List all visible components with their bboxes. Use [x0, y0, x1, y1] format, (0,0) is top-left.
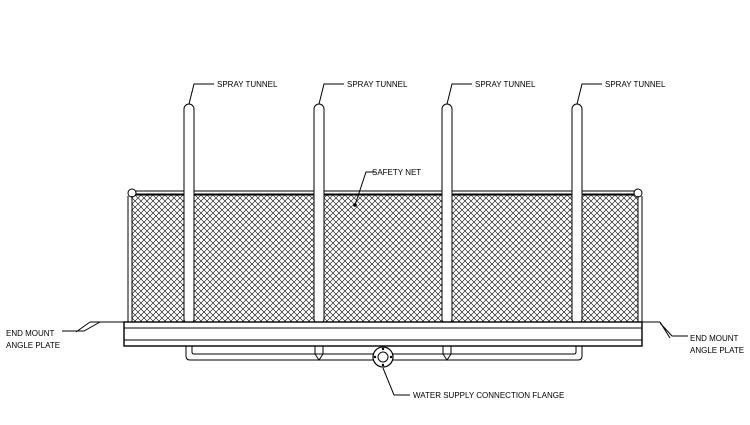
ground-line-left: [75, 321, 124, 333]
leaders: [62, 83, 688, 396]
label-spray-tunnel-2: SPRAY TUNNEL: [347, 80, 408, 89]
water-supply-flange: [372, 346, 394, 368]
right-rail-end: [633, 188, 643, 198]
label-spray-tunnel-1: SPRAY TUNNEL: [217, 80, 278, 89]
label-end-mount-right-line1: END MOUNT: [690, 334, 739, 343]
label-spray-tunnel-3: SPRAY TUNNEL: [475, 80, 536, 89]
safety-net: [127, 188, 643, 323]
label-safety-net: SAFETY NET: [372, 168, 421, 177]
base-beam: [123, 321, 643, 347]
label-end-mount-left-line2: ANGLE PLATE: [6, 341, 60, 350]
spray-tunnel-post-2: [311, 103, 327, 331]
label-end-mount-left-line1: END MOUNT: [6, 329, 55, 338]
label-spray-tunnel-4: SPRAY TUNNEL: [605, 80, 666, 89]
spray-tunnel-post-1: [181, 103, 197, 331]
label-end-mount-right-line2: ANGLE PLATE: [690, 346, 744, 355]
left-rail-end: [127, 188, 137, 198]
spray-tunnel-post-3: [439, 103, 455, 331]
label-water-supply: WATER SUPPLY CONNECTION FLANGE: [413, 391, 564, 400]
spray-tunnel-post-4: [569, 103, 585, 331]
